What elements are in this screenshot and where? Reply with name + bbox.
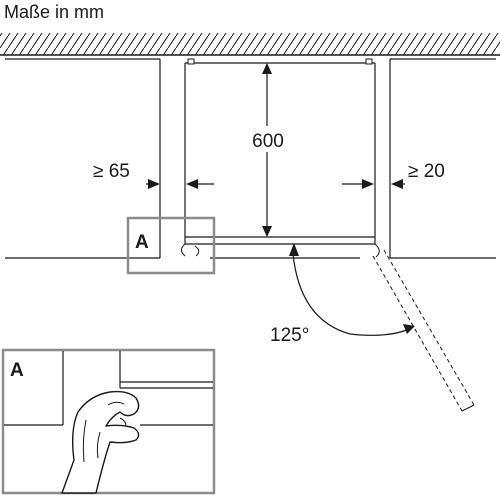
door-angle-label: 125° xyxy=(270,325,309,346)
arrow-icon xyxy=(186,179,198,189)
arrow-icon xyxy=(148,179,160,189)
detail-marker-label: A xyxy=(135,232,149,253)
left-gap-dimension xyxy=(146,179,214,189)
arrow-icon xyxy=(262,63,272,74)
units-label: Maße in mm xyxy=(4,2,104,22)
arrow-icon xyxy=(403,324,415,334)
ceiling-hatching xyxy=(0,33,500,55)
hand-icon xyxy=(61,390,140,494)
left-cabinet xyxy=(5,58,161,259)
arrow-icon xyxy=(362,179,374,189)
opened-door xyxy=(372,249,475,412)
right-cabinet xyxy=(389,58,496,259)
appliance-body xyxy=(181,58,380,259)
right-gap-dimension xyxy=(342,179,405,189)
arrow-icon xyxy=(262,226,272,237)
detail-inset-label: A xyxy=(10,360,24,381)
door-angle-dimension xyxy=(289,243,415,336)
detail-marker-frame xyxy=(126,216,216,275)
arrow-icon xyxy=(289,243,299,256)
depth-label: 600 xyxy=(252,131,284,152)
arrow-icon xyxy=(391,179,403,189)
depth-label-mask xyxy=(244,126,292,152)
left-gap-label: ≥ 65 xyxy=(93,161,130,182)
right-gap-label: ≥ 20 xyxy=(408,161,445,182)
